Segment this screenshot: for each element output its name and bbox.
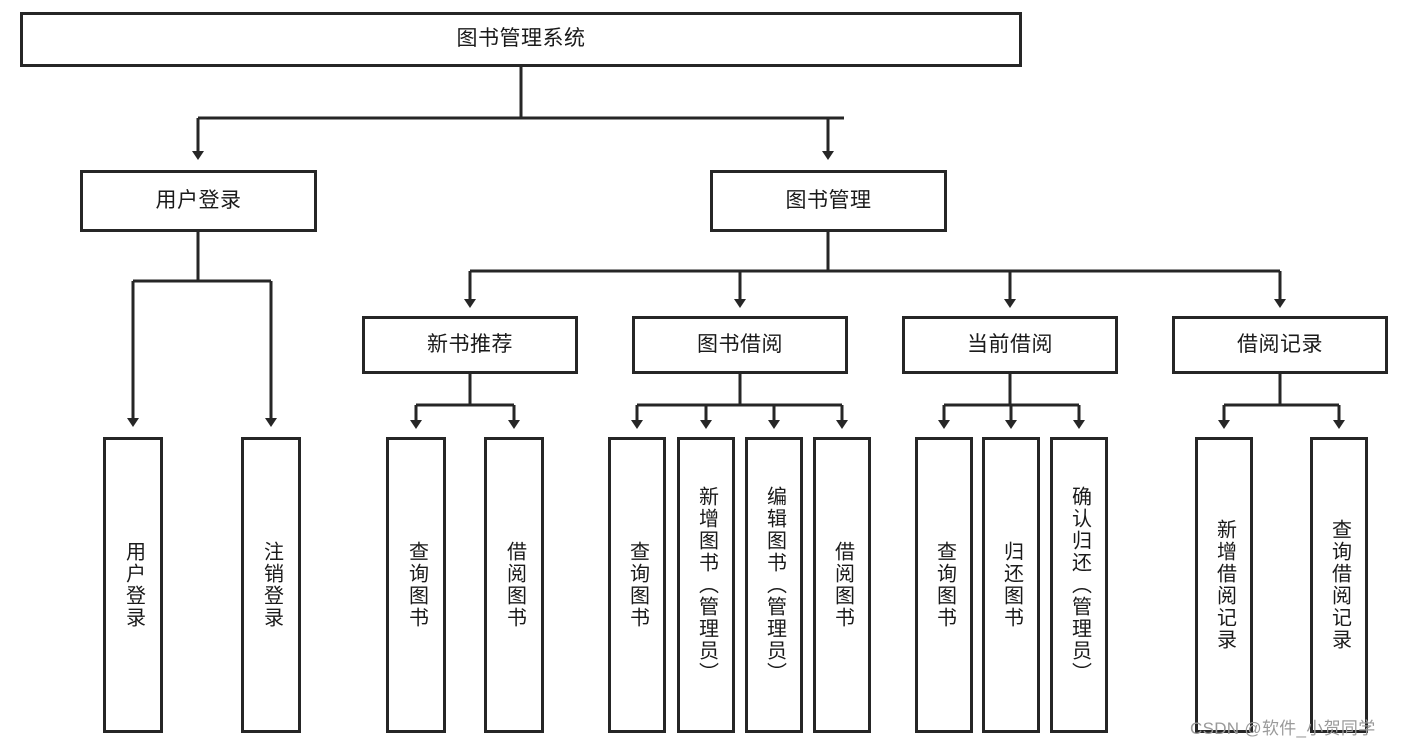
node-leaf-user-login-label: 用户登录: [122, 541, 145, 629]
node-leaf-query-book-3-label: 查询图书: [933, 541, 956, 629]
node-leaf-query-book-3[interactable]: 查询图书: [915, 437, 973, 733]
node-new-book-recommend[interactable]: 新书推荐: [362, 316, 578, 374]
node-leaf-confirm-return-admin[interactable]: 确认归还（管理员）: [1050, 437, 1108, 733]
node-leaf-query-book-2-label: 查询图书: [626, 541, 649, 629]
node-book-borrow-label: 图书借阅: [697, 332, 783, 356]
node-leaf-borrow-book-2[interactable]: 借阅图书: [813, 437, 871, 733]
node-borrow-record[interactable]: 借阅记录: [1172, 316, 1388, 374]
node-leaf-edit-book-admin-label: 编辑图书（管理员）: [763, 486, 786, 684]
node-book-manage-label: 图书管理: [785, 188, 872, 212]
node-leaf-borrow-book-1-label: 借阅图书: [503, 541, 526, 629]
node-user-login-label: 用户登录: [155, 188, 242, 212]
node-current-borrow-label: 当前借阅: [967, 332, 1053, 356]
node-leaf-user-login[interactable]: 用户登录: [103, 437, 163, 733]
node-leaf-confirm-return-admin-label: 确认归还（管理员）: [1068, 486, 1091, 684]
watermark-text: CSDN @软件_小贺同学: [1190, 719, 1376, 738]
node-current-borrow[interactable]: 当前借阅: [902, 316, 1118, 374]
node-leaf-borrow-book-1[interactable]: 借阅图书: [484, 437, 544, 733]
node-book-manage[interactable]: 图书管理: [710, 170, 947, 232]
node-leaf-return-book-label: 归还图书: [1000, 541, 1023, 629]
node-borrow-record-label: 借阅记录: [1237, 332, 1323, 356]
node-leaf-query-borrow-record-label: 查询借阅记录: [1328, 519, 1351, 651]
node-leaf-logout-login-label: 注销登录: [260, 541, 283, 629]
node-new-book-recommend-label: 新书推荐: [427, 332, 513, 356]
node-book-borrow[interactable]: 图书借阅: [632, 316, 848, 374]
node-root[interactable]: 图书管理系统: [20, 12, 1022, 67]
node-leaf-logout-login[interactable]: 注销登录: [241, 437, 301, 733]
node-leaf-add-book-admin-label: 新增图书（管理员）: [695, 486, 718, 684]
node-leaf-query-book-2[interactable]: 查询图书: [608, 437, 666, 733]
node-leaf-return-book[interactable]: 归还图书: [982, 437, 1040, 733]
node-leaf-add-borrow-record[interactable]: 新增借阅记录: [1195, 437, 1253, 733]
node-leaf-add-borrow-record-label: 新增借阅记录: [1213, 519, 1236, 651]
node-leaf-add-book-admin[interactable]: 新增图书（管理员）: [677, 437, 735, 733]
node-root-label: 图书管理系统: [456, 27, 586, 51]
node-leaf-borrow-book-2-label: 借阅图书: [831, 541, 854, 629]
node-leaf-query-book-1[interactable]: 查询图书: [386, 437, 446, 733]
node-leaf-edit-book-admin[interactable]: 编辑图书（管理员）: [745, 437, 803, 733]
node-leaf-query-book-1-label: 查询图书: [405, 541, 428, 629]
node-leaf-query-borrow-record[interactable]: 查询借阅记录: [1310, 437, 1368, 733]
node-user-login[interactable]: 用户登录: [80, 170, 317, 232]
